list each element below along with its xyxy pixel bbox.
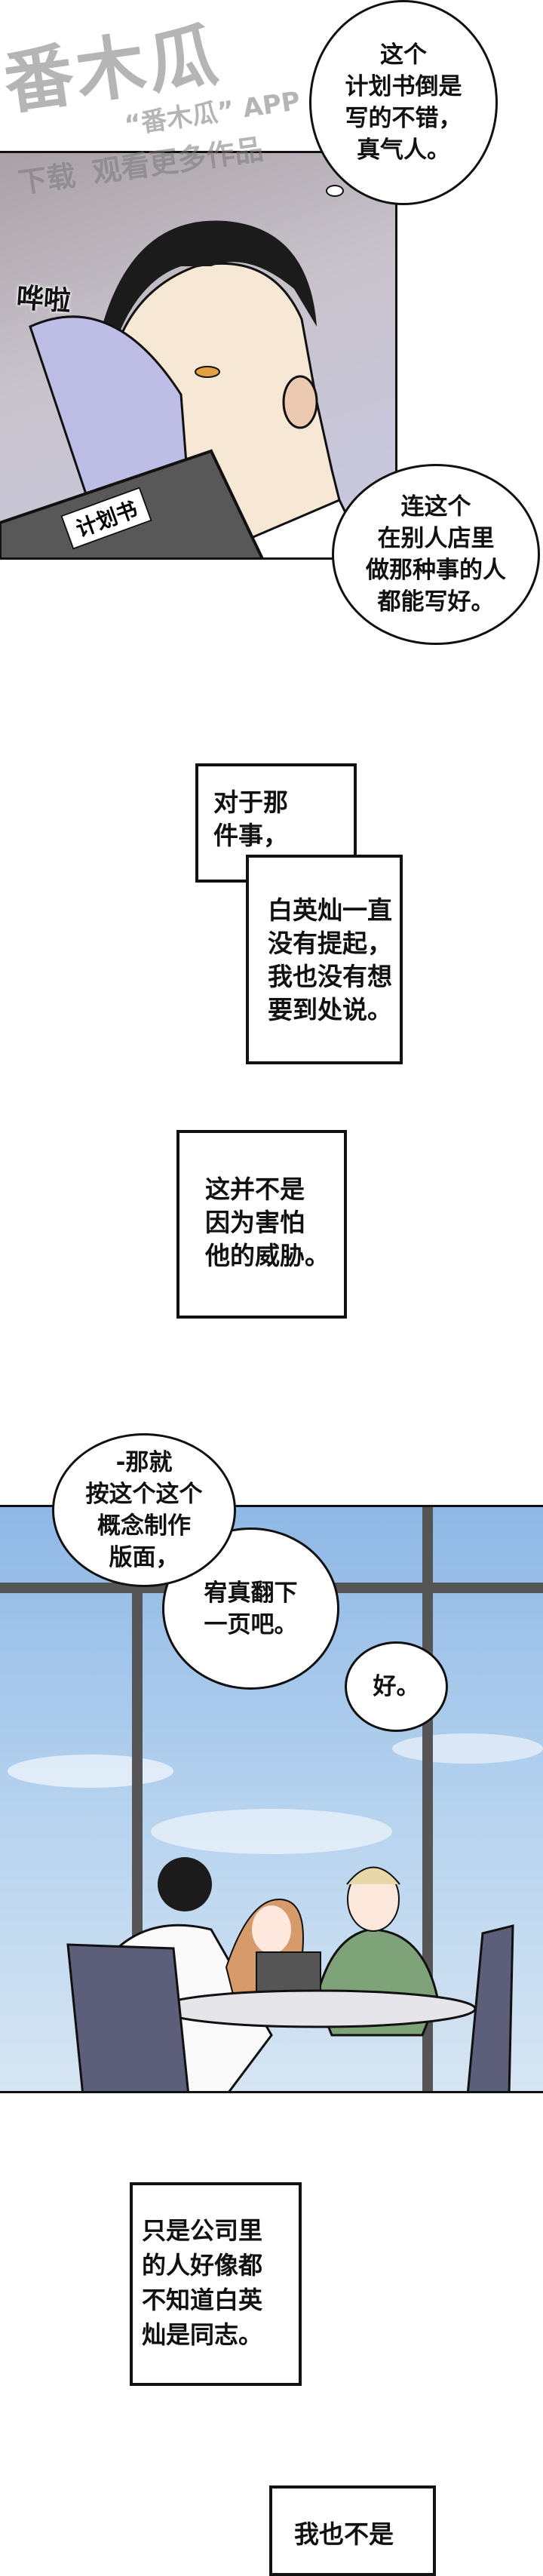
- box-join-mask: [249, 858, 354, 880]
- narration-text: 我也不是: [294, 2519, 394, 2549]
- thought-bubble-plan: 这个 计划书倒是 写的不错， 真气人。: [309, 0, 498, 205]
- man-illustration: [0, 220, 369, 557]
- speech-bubble-ok: 好。: [345, 1641, 448, 1732]
- speech-text: 宥真翻下 一页吧。: [204, 1579, 298, 1638]
- narration-box: [130, 2182, 302, 2386]
- speech-bubble-concept: -那就 按这个这个 概念制作 版面，: [52, 1433, 236, 1587]
- speech-text: -那就 按这个这个 概念制作 版面，: [85, 1449, 203, 1571]
- thought-text: 这个 计划书倒是 写的不错， 真气人。: [345, 41, 462, 164]
- panel-meeting: [0, 1505, 543, 2093]
- thought-text: 连这个 在别人店里 做那种事的人 都能写好。: [366, 493, 506, 616]
- thought-bubble-praise: 连这个 在别人店里 做那种事的人 都能写好。: [332, 464, 540, 645]
- panel-man-reading-plan: 哗啦 计划书: [0, 151, 397, 560]
- speech-text: 好。: [373, 1673, 420, 1700]
- watermark-download: 下载: [16, 158, 78, 200]
- narration-text: 白英灿一直 没有提起， 我也没有想 要到处说。: [268, 895, 392, 1024]
- narration-text: 只是公司里 的人好像都 不知道白英 灿是同志。: [142, 2216, 263, 2349]
- sfx-rustle: 哗啦: [15, 282, 72, 318]
- narration-box: [246, 855, 403, 1064]
- narration-box: [176, 1130, 347, 1319]
- thought-dots: [326, 185, 344, 197]
- narration-text: 这并不是 因为害怕 他的威胁。: [205, 1174, 330, 1270]
- narration-text: 对于那 件事，: [213, 788, 288, 850]
